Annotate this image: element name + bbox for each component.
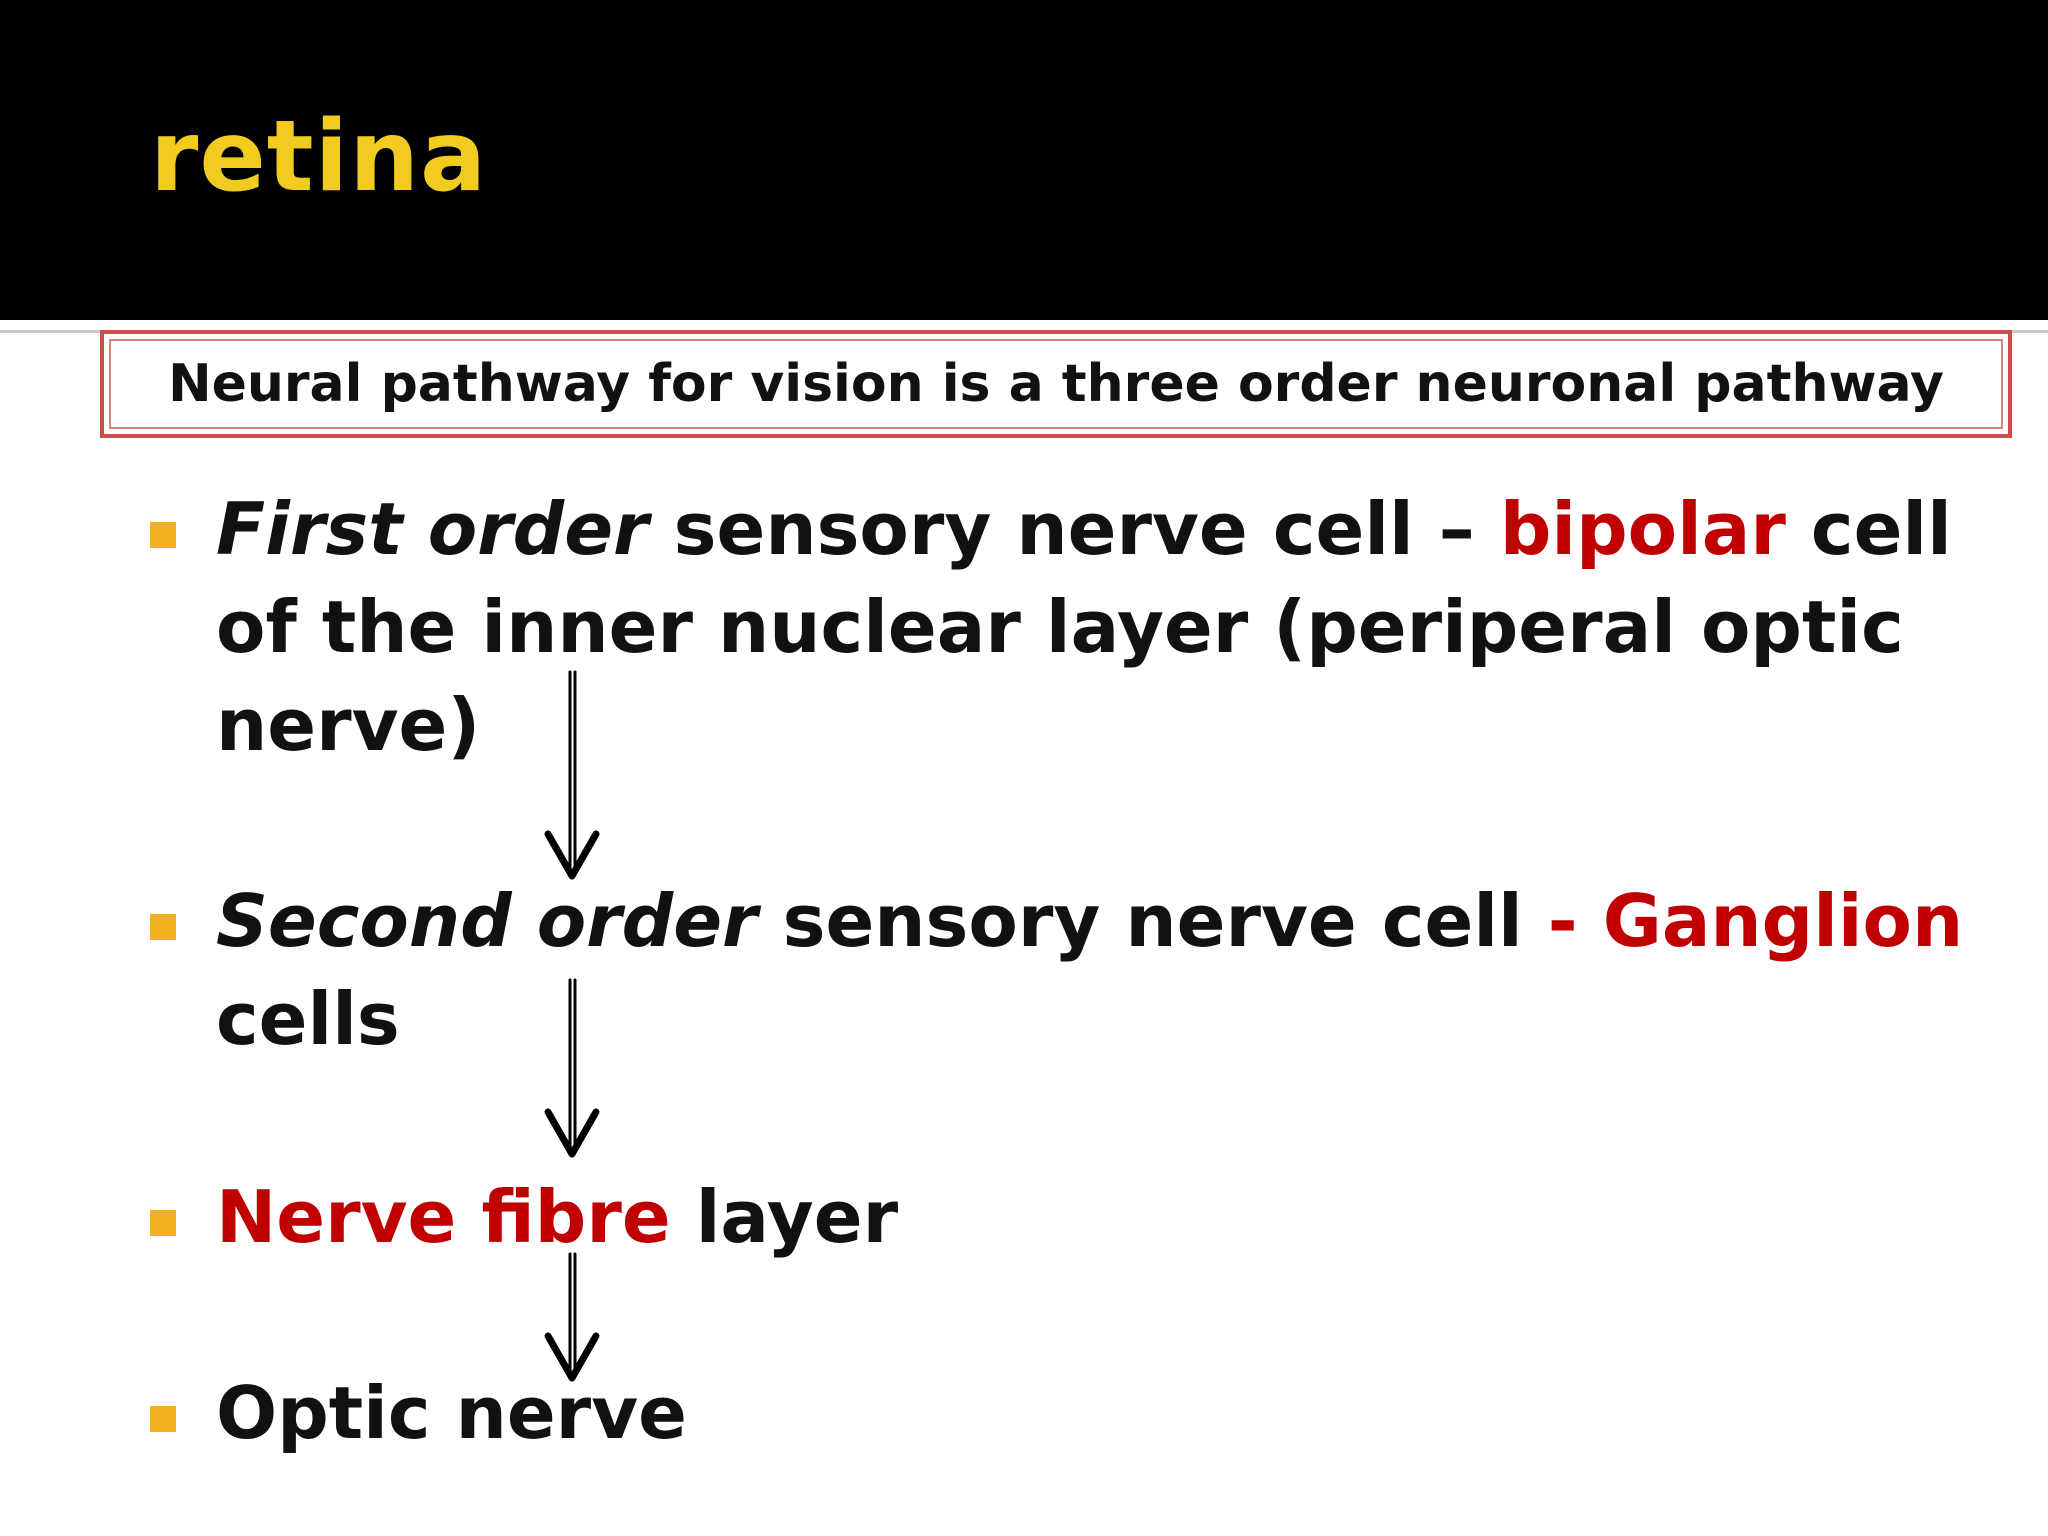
square-bullet-icon bbox=[150, 914, 176, 940]
square-bullet-icon bbox=[150, 1406, 176, 1432]
slide-title: retina bbox=[150, 100, 488, 214]
list-item-optic-nerve: Optic nerve bbox=[216, 1364, 1816, 1462]
callout-inner-border: Neural pathway for vision is a three ord… bbox=[109, 339, 2003, 429]
item-text: cells bbox=[216, 977, 400, 1061]
item-italic-text: First order bbox=[216, 487, 649, 571]
title-bar bbox=[0, 0, 2048, 320]
list-item-first-order: First order sensory nerve cell – bipolar… bbox=[216, 480, 1956, 774]
callout-text: Neural pathway for vision is a three ord… bbox=[168, 354, 1944, 414]
item-highlight-text: Nerve fibre bbox=[216, 1175, 671, 1259]
square-bullet-icon bbox=[150, 1210, 176, 1236]
item-highlight-text: bipolar bbox=[1499, 487, 1786, 571]
item-highlight-text: - Ganglion bbox=[1547, 879, 1964, 963]
item-text: Optic nerve bbox=[216, 1371, 687, 1455]
item-text: sensory nerve cell bbox=[757, 879, 1548, 963]
item-text: layer bbox=[670, 1175, 899, 1259]
list-item-nerve-fibre: Nerve fibre layer bbox=[216, 1168, 1816, 1266]
callout-box: Neural pathway for vision is a three ord… bbox=[100, 330, 2012, 438]
item-text: sensory nerve cell – bbox=[648, 487, 1500, 571]
list-item-second-order: Second order sensory nerve cell - Gangli… bbox=[216, 872, 1976, 1068]
item-italic-text: Second order bbox=[216, 879, 758, 963]
square-bullet-icon bbox=[150, 522, 176, 548]
item-text: cell of the inner nuclear layer (periper… bbox=[216, 487, 1952, 767]
